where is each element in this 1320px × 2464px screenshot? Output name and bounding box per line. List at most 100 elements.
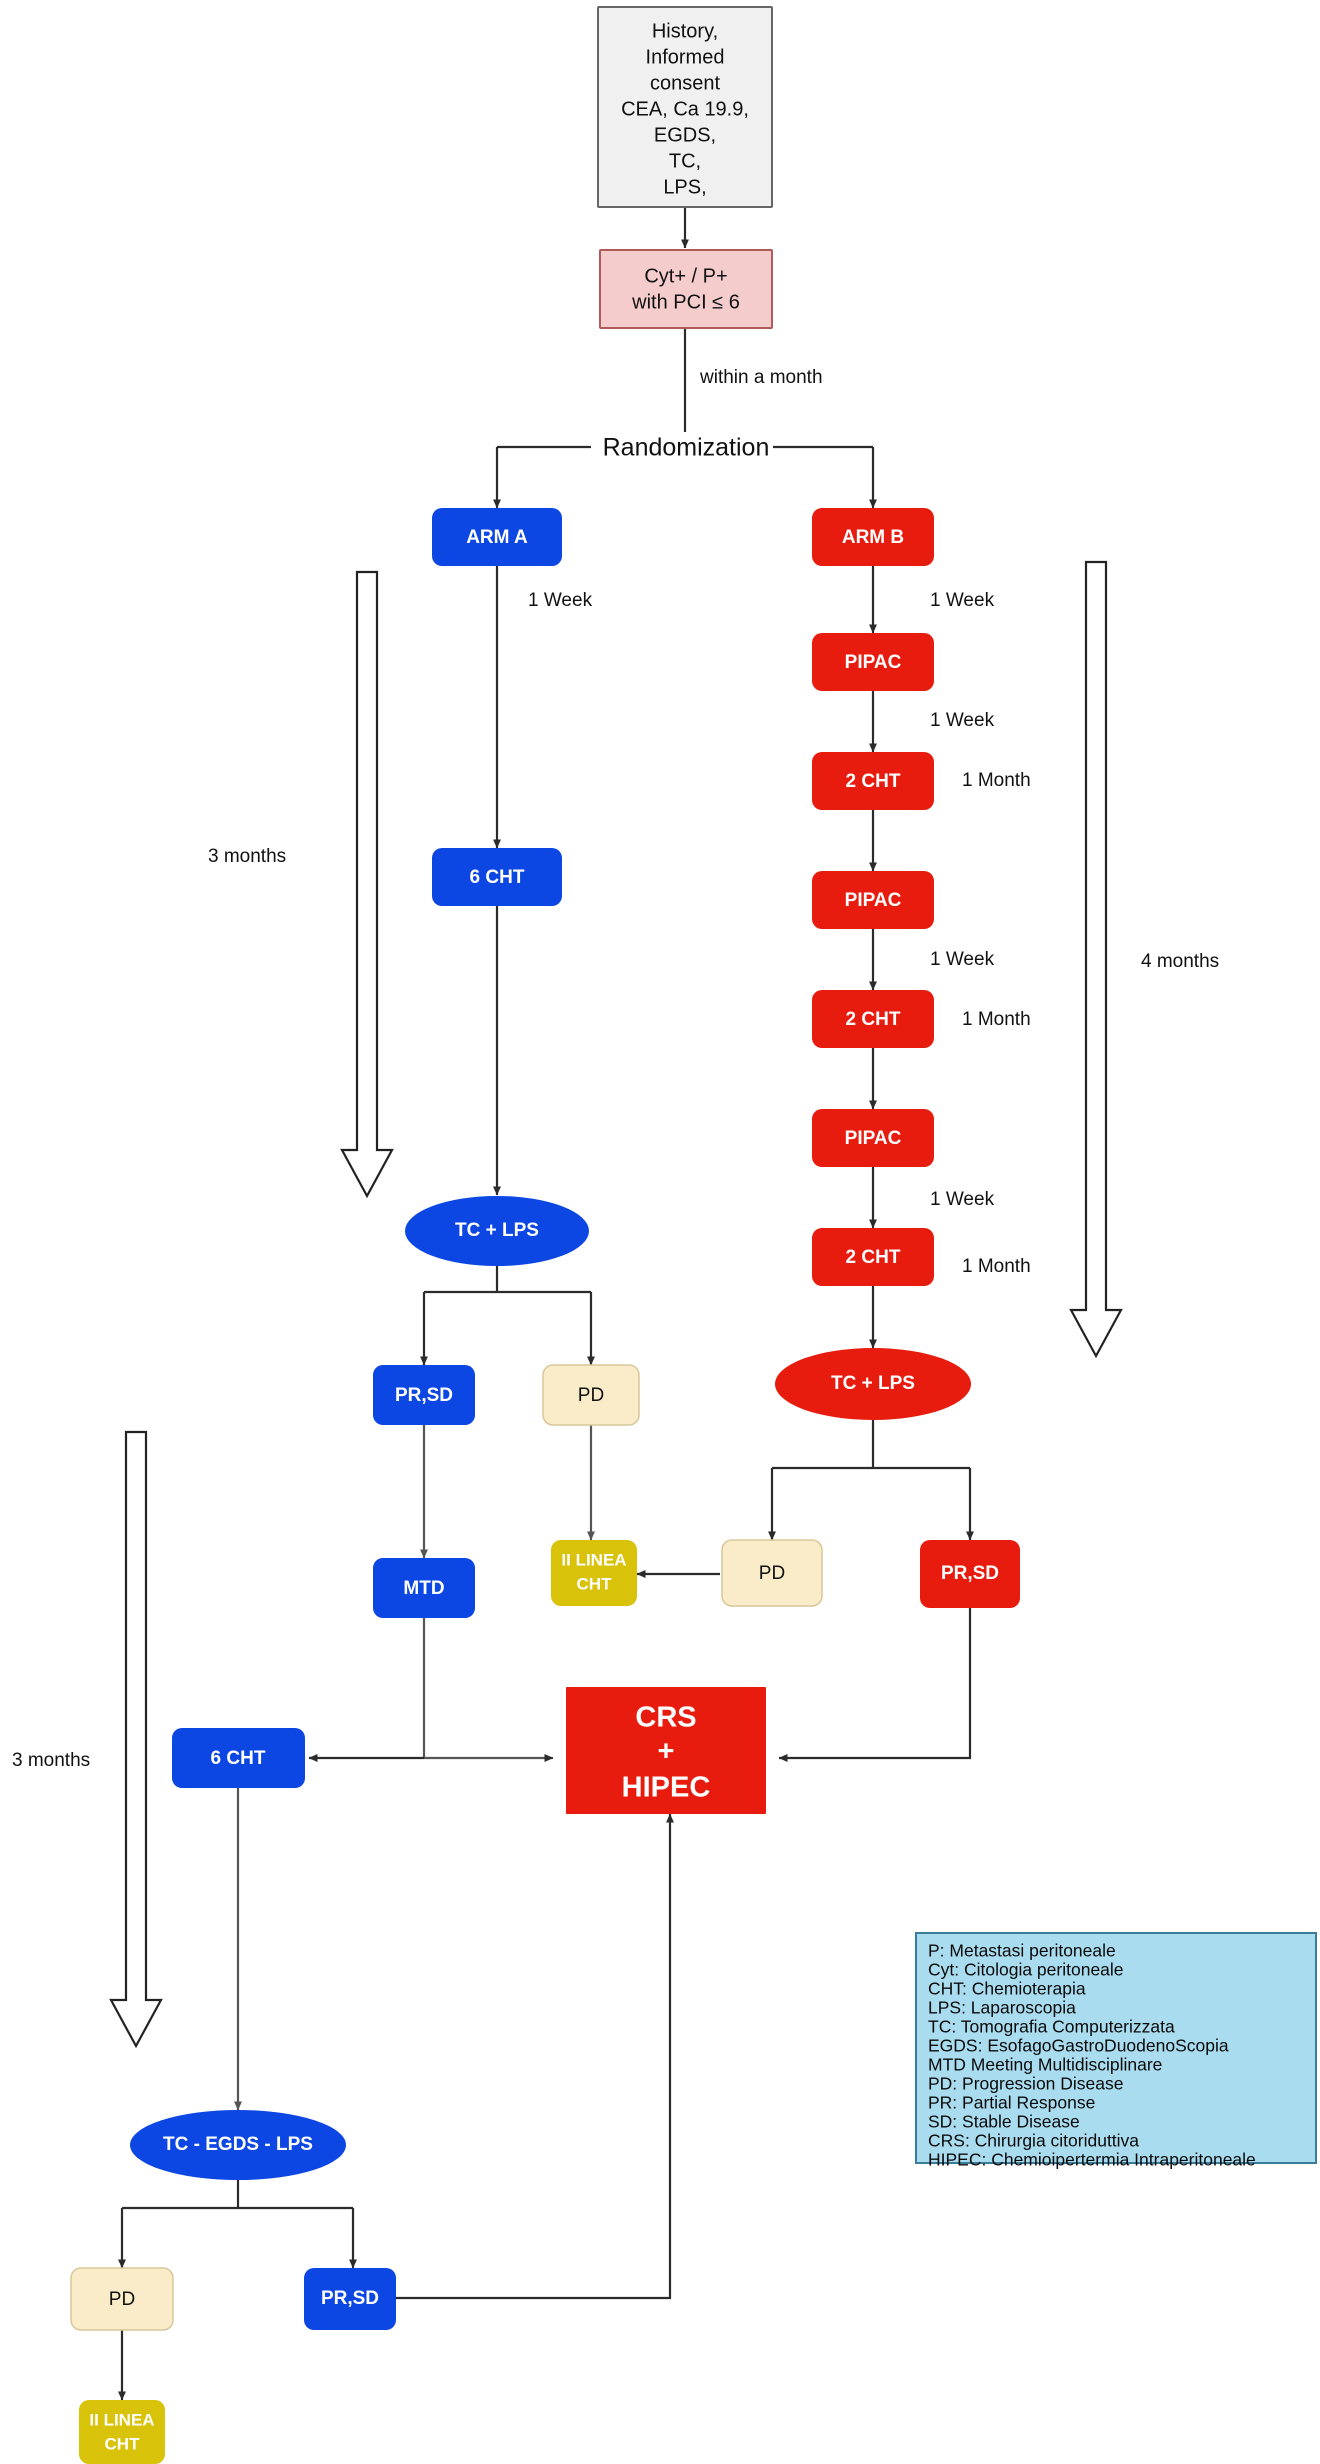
legend-item-6: MTD Meeting Multidisciplinare (928, 2055, 1162, 2075)
edge-label-b-1month-3: 1 Month (962, 1256, 1031, 1277)
legend: P: Metastasi peritoneale Cyt: Citologia … (915, 1932, 1317, 2170)
node-history-line-5: EGDS, (654, 124, 716, 146)
node-final-prsd-label: PR,SD (321, 2288, 379, 2309)
node-a-prsd-label: PR,SD (395, 1385, 453, 1406)
node-history-shape (597, 6, 773, 208)
node-b-tclps-label: TC + LPS (831, 1373, 915, 1394)
node-b-pipac-1-shape (812, 633, 934, 691)
node-b-pd[interactable]: PD (721, 1539, 823, 1607)
node-final-pd-shape (70, 2267, 174, 2331)
node-history-line-3: consent (650, 72, 720, 94)
legend-item-10: CRS: Chirurgia citoriduttiva (928, 2131, 1139, 2151)
edge-fprsd-crs (395, 1813, 674, 2300)
node-a-iilinea-shape (551, 1540, 637, 1606)
legend-item-5: EGDS: EsofagoGastroDuodenoScopia (928, 2036, 1229, 2056)
randomization-backdrop (591, 433, 773, 461)
legend-item-9: SD: Stable Disease (928, 2112, 1080, 2132)
node-a-iilinea[interactable]: II LINEA CHT (551, 1540, 637, 1606)
node-history-line-4: CEA, Ca 19.9, (621, 98, 749, 120)
node-a-pd[interactable]: PD (542, 1364, 640, 1426)
node-b-2cht-3-label: 2 CHT (846, 1247, 901, 1268)
duration-arrow-right (1069, 560, 1123, 1359)
legend-item-0: P: Metastasi peritoneale (928, 1941, 1116, 1961)
node-crs-hipec[interactable]: CRS + HIPEC (566, 1687, 766, 1814)
duration-arrow-left-bottom (109, 1430, 163, 2049)
edge-label-b-1month-2: 1 Month (962, 1009, 1031, 1030)
node-a-6cht[interactable]: 6 CHT (432, 848, 562, 906)
node-final-iilinea-line-1: II LINEA (89, 2410, 154, 2429)
node-a-tclps-shape (405, 1196, 589, 1266)
edge-label-within-a-month: within a month (699, 367, 823, 388)
node-b-2cht-1-shape (812, 752, 934, 810)
node-a-pd-shape (542, 1364, 640, 1426)
node-b-pipac-3-label: PIPAC (845, 1128, 902, 1149)
node-arm-a-shape (432, 508, 562, 566)
node-b-2cht-2-shape (812, 990, 934, 1048)
randomization-label: Randomization (603, 434, 770, 462)
node-a-pd-label: PD (578, 1385, 604, 1406)
node-b-prsd[interactable]: PR,SD (920, 1540, 1020, 1608)
node-b-tclps[interactable]: TC + LPS (775, 1348, 971, 1420)
edge-label-b-1week-1: 1 Week (930, 590, 995, 611)
edge-label-b-1week-4: 1 Week (930, 1189, 995, 1210)
node-crs-hipec-line-3: HIPEC (622, 1772, 711, 1804)
node-a-iilinea-line-2: CHT (577, 1574, 613, 1593)
node-a-tclps-label: TC + LPS (455, 1220, 539, 1241)
edge-bprsd-crs (778, 1608, 972, 1762)
node-final-iilinea[interactable]: II LINEA CHT (79, 2400, 165, 2464)
node-crs-hipec-line-2: + (658, 1736, 675, 1768)
node-arm-a[interactable]: ARM A (432, 508, 562, 566)
node-crs-hipec-shape (566, 1687, 766, 1814)
duration-arrow-left-top (340, 570, 394, 1199)
node-a-6cht-shape (432, 848, 562, 906)
node-a-mtd[interactable]: MTD (373, 1558, 475, 1618)
node-b-pipac-1[interactable]: PIPAC (812, 633, 934, 691)
node-b-2cht-1-label: 2 CHT (846, 771, 901, 792)
node-arm-b-shape (812, 508, 934, 566)
edge-label-b-1week-3: 1 Week (930, 949, 995, 970)
node-final-tcegdslps-label: TC - EGDS - LPS (163, 2134, 313, 2155)
node-a-prsd-shape (373, 1365, 475, 1425)
node-a-6cht-label: 6 CHT (470, 867, 525, 888)
node-b-tclps-shape (775, 1348, 971, 1420)
edge-labels: within a month 1 Week 1 Week 1 Week 1 Mo… (528, 367, 1031, 1277)
node-final-prsd[interactable]: PR,SD (304, 2268, 396, 2330)
node-final-iilinea-line-2: CHT (105, 2434, 141, 2453)
node-arm-b[interactable]: ARM B (812, 508, 934, 566)
node-final-tcegdslps[interactable]: TC - EGDS - LPS (130, 2110, 346, 2180)
node-a-prsd[interactable]: PR,SD (373, 1365, 475, 1425)
node-b-2cht-2[interactable]: 2 CHT (812, 990, 934, 1048)
node-a-tclps[interactable]: TC + LPS (405, 1196, 589, 1266)
node-final-6cht[interactable]: 6 CHT (172, 1728, 305, 1788)
edge-label-b-1month-1: 1 Month (962, 770, 1031, 791)
legend-item-8: PR: Partial Response (928, 2093, 1095, 2113)
node-history-line-2: Informed (646, 46, 725, 68)
node-b-2cht-3[interactable]: 2 CHT (812, 1228, 934, 1286)
legend-item-1: Cyt: Citologia peritoneale (928, 1960, 1124, 1980)
duration-label-left-bottom: 3 months (12, 1750, 90, 1771)
edge-label-b-1week-2: 1 Week (930, 710, 995, 731)
node-arm-a-label: ARM A (466, 527, 528, 548)
node-b-pipac-2[interactable]: PIPAC (812, 871, 934, 929)
node-eligibility-line-2: with PCI ≤ 6 (631, 291, 740, 313)
node-eligibility-shape (599, 249, 773, 329)
node-final-iilinea-shape (79, 2400, 165, 2464)
node-final-pd[interactable]: PD (70, 2267, 174, 2331)
node-b-prsd-shape (920, 1540, 1020, 1608)
node-b-2cht-3-shape (812, 1228, 934, 1286)
node-b-2cht-1[interactable]: 2 CHT (812, 752, 934, 810)
node-b-pipac-2-shape (812, 871, 934, 929)
node-final-prsd-shape (304, 2268, 396, 2330)
node-final-tcegdslps-shape (130, 2110, 346, 2180)
node-a-iilinea-line-1: II LINEA (561, 1550, 626, 1569)
legend-item-2: CHT: Chemioterapia (928, 1979, 1086, 1999)
duration-label-right: 4 months (1141, 951, 1219, 972)
node-b-pipac-3[interactable]: PIPAC (812, 1109, 934, 1167)
node-b-prsd-label: PR,SD (941, 1563, 999, 1584)
node-a-mtd-shape (373, 1558, 475, 1618)
node-history[interactable]: History, Informed consent CEA, Ca 19.9, … (597, 6, 773, 208)
node-final-6cht-shape (172, 1728, 305, 1788)
node-final-pd-label: PD (109, 2289, 135, 2310)
node-eligibility[interactable]: Cyt+ / P+ with PCI ≤ 6 (599, 249, 773, 329)
